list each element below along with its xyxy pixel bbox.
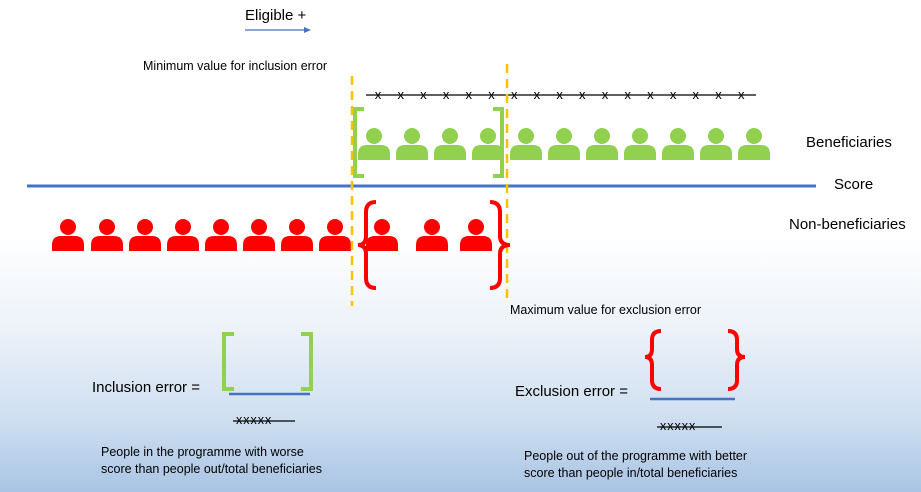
beneficiaries-label: Beneficiaries bbox=[806, 134, 892, 151]
beneficiaries-group bbox=[358, 128, 770, 160]
exclusion-desc-line1: People out of the programme with better bbox=[524, 449, 748, 463]
cross-mark: x bbox=[556, 87, 563, 102]
cross-mark: x bbox=[693, 87, 700, 102]
cross-mark: x bbox=[488, 87, 495, 102]
non-beneficiary-icon bbox=[460, 219, 492, 251]
exclusion-description: People out of the programme with better … bbox=[524, 448, 747, 482]
non-beneficiary-icon bbox=[205, 219, 237, 251]
non-beneficiary-icon bbox=[52, 219, 84, 251]
cross-mark: x bbox=[602, 87, 609, 102]
non-beneficiary-icon bbox=[281, 219, 313, 251]
beneficiary-icon bbox=[662, 128, 694, 160]
green-bracket-right bbox=[493, 107, 504, 178]
cross-mark: x bbox=[624, 87, 631, 102]
beneficiary-icon bbox=[396, 128, 428, 160]
beneficiary-icon bbox=[624, 128, 656, 160]
non-beneficiaries-group bbox=[52, 219, 492, 251]
cross-mark: x bbox=[466, 87, 473, 102]
non-beneficiary-icon bbox=[319, 219, 351, 251]
beneficiary-icon bbox=[548, 128, 580, 160]
exclusion-formula-brace-right bbox=[727, 329, 746, 391]
cross-mark: x bbox=[534, 87, 541, 102]
beneficiary-icon bbox=[434, 128, 466, 160]
non-beneficiary-icon bbox=[129, 219, 161, 251]
non-beneficiaries-label: Non-beneficiaries bbox=[789, 216, 906, 233]
cross-mark: x bbox=[511, 87, 518, 102]
inclusion-error-label: Inclusion error = bbox=[92, 379, 200, 396]
beneficiary-icon bbox=[700, 128, 732, 160]
beneficiary-icon bbox=[358, 128, 390, 160]
inclusion-formula-bracket-left bbox=[222, 332, 234, 391]
non-beneficiary-icon bbox=[167, 219, 199, 251]
cross-mark: x bbox=[375, 87, 382, 102]
min-inclusion-label: Minimum value for inclusion error bbox=[143, 59, 328, 73]
inclusion-desc-line1: People in the programme with worse bbox=[101, 445, 304, 459]
exclusion-desc-line2: score than people in/total beneficiaries bbox=[524, 466, 738, 480]
cross-mark: x bbox=[647, 87, 654, 102]
inclusion-formula-bracket-right bbox=[301, 332, 313, 391]
eligible-arrow-head bbox=[304, 27, 311, 33]
cross-mark: x bbox=[579, 87, 586, 102]
inclusion-desc-line2: score than people out/total beneficiarie… bbox=[101, 462, 322, 476]
exclusion-crosses: xxxxx bbox=[660, 419, 697, 433]
red-brace-left bbox=[357, 200, 377, 290]
max-exclusion-label: Maximum value for exclusion error bbox=[510, 303, 702, 317]
red-brace-right bbox=[489, 200, 511, 290]
green-bracket-left bbox=[353, 107, 364, 178]
cross-mark: x bbox=[670, 87, 677, 102]
beneficiary-icon bbox=[738, 128, 770, 160]
score-label: Score bbox=[834, 176, 874, 193]
eligible-label: Eligible + bbox=[245, 7, 307, 24]
inclusion-description: People in the programme with worse score… bbox=[101, 444, 322, 478]
cross-mark: x bbox=[715, 87, 722, 102]
cross-mark: x bbox=[420, 87, 427, 102]
cross-mark: x bbox=[443, 87, 450, 102]
non-beneficiary-icon bbox=[91, 219, 123, 251]
beneficiary-icon bbox=[472, 128, 504, 160]
beneficiary-icon bbox=[510, 128, 542, 160]
cross-mark: x bbox=[738, 87, 745, 102]
beneficiary-icon bbox=[586, 128, 618, 160]
exclusion-formula-brace-left bbox=[644, 329, 662, 391]
non-beneficiary-icon bbox=[366, 219, 398, 251]
cross-mark: x bbox=[397, 87, 404, 102]
non-beneficiary-icon bbox=[243, 219, 275, 251]
exclusion-error-label: Exclusion error = bbox=[515, 383, 628, 400]
inclusion-crosses: xxxxx bbox=[236, 413, 273, 427]
non-beneficiary-icon bbox=[416, 219, 448, 251]
